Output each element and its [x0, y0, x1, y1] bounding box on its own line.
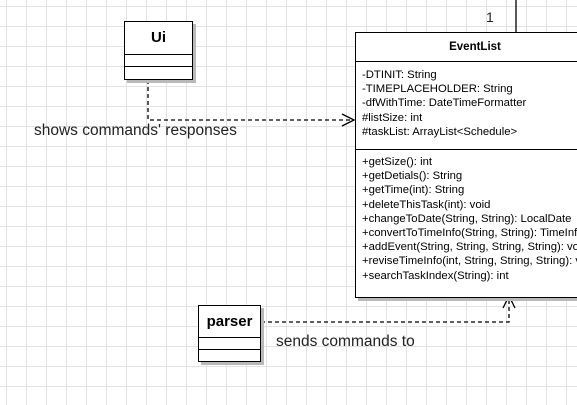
method: +convertToTimeInfo(String, String): Time…	[362, 227, 577, 240]
parser-methods-compartment	[199, 350, 260, 361]
eventlist-class-name: EventList	[356, 33, 577, 62]
attribute: -dfWithTime: DateTimeFormatter	[362, 97, 527, 110]
method: +getSize(): int	[362, 156, 433, 168]
eventlist-attributes-compartment: -DTINIT: String -TIMEPLACEHOLDER: String…	[356, 62, 577, 150]
ui-dependency-arrowhead	[341, 113, 356, 127]
parser-class-box[interactable]: parser	[198, 305, 261, 362]
method: +searchTaskIndex(String): int	[362, 269, 509, 282]
method: +deleteThisTask(int): void	[362, 198, 491, 211]
method: +reviseTimeInfo(int, String, String, Str…	[362, 255, 577, 268]
eventlist-methods-compartment: +getSize(): int +getDetials(): String +g…	[356, 150, 577, 298]
parser-class-name: parser	[199, 306, 260, 338]
method: +changeToDate(String, String): LocalDate	[362, 212, 572, 225]
parser-to-eventlist-dependency	[261, 298, 510, 323]
method: +getTime(int): String	[362, 184, 465, 197]
ui-relation-label: shows commands' responses	[34, 122, 237, 139]
ui-attributes-compartment	[125, 55, 192, 67]
eventlist-class-box[interactable]: EventList -DTINIT: String -TIMEPLACEHOLD…	[355, 32, 577, 298]
attribute: #listSize: int	[362, 111, 423, 124]
attribute: -DTINIT: String	[362, 69, 437, 81]
parser-attributes-compartment	[199, 338, 260, 350]
method: +getDetials(): String	[362, 170, 463, 183]
attribute: #taskList: ArrayList<Schedule>	[362, 125, 518, 138]
parser-relation-label: sends commands to	[276, 333, 415, 350]
ui-class-name: Ui	[125, 22, 192, 55]
ui-to-eventlist-dependency	[147, 80, 352, 121]
method: +addEvent(String, String, String, String…	[362, 241, 577, 254]
multiplicity-label: 1	[486, 9, 494, 25]
ui-class-box[interactable]: Ui	[124, 21, 193, 80]
attribute: -TIMEPLACEHOLDER: String	[362, 83, 513, 96]
ui-methods-compartment	[125, 67, 192, 79]
